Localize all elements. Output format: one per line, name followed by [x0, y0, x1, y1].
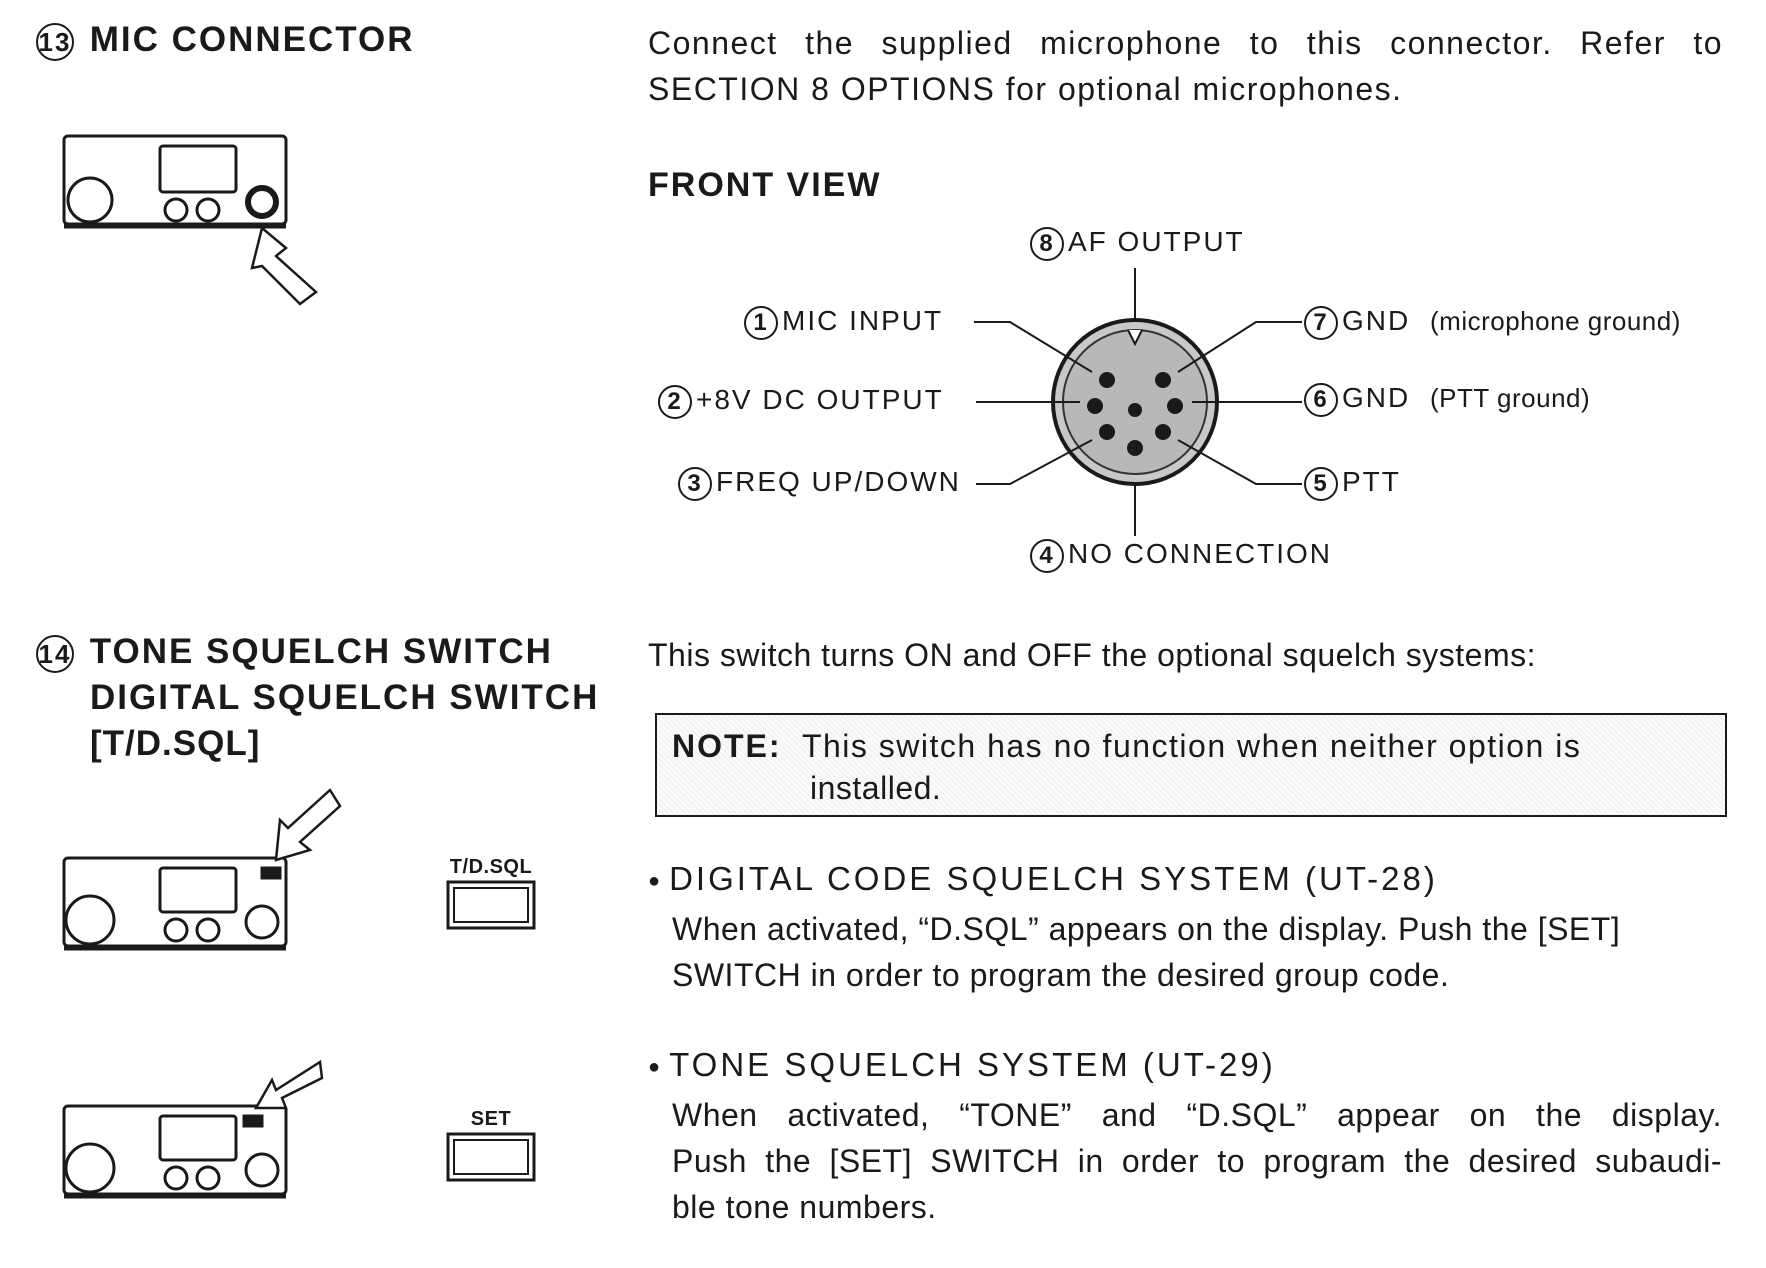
pin-2-dot [1087, 398, 1103, 414]
pin-3-dot [1099, 424, 1115, 440]
radio-panel-set-icon [62, 1104, 288, 1199]
section-number-14: 14 [36, 634, 74, 673]
pointer-arrow-icon [250, 225, 318, 306]
mic-connector-heading: 13 MIC CONNECTOR [36, 20, 415, 61]
pin-8-dot [1128, 403, 1142, 417]
front-view-heading: FRONT VIEW [648, 166, 882, 204]
tone-desc-line2: Push the [SET] SWITCH in order to progra… [672, 1143, 1722, 1179]
dsql-heading: ●DIGITAL CODE SQUELCH SYSTEM (UT-28) [648, 860, 1438, 897]
pin-7-dot [1155, 372, 1171, 388]
tsql-title-line2: DIGITAL SQUELCH SWITCH [90, 678, 600, 717]
note-line1: NOTE: This switch has no function when n… [672, 723, 1702, 769]
note-box [655, 713, 1727, 817]
mic-desc-line1: Connect the supplied microphone to this … [648, 25, 1723, 61]
mic-desc-line2: SECTION 8 OPTIONS for optional microphon… [648, 71, 1403, 107]
tsql-title-line1: TONE SQUELCH SWITCH [89, 632, 553, 671]
tone-desc-line1: When activated, “TONE” and “D.SQL” appea… [672, 1097, 1722, 1133]
tdsql-button-label: T/D.SQL [449, 856, 533, 878]
radio-front-panel-icon [62, 134, 288, 229]
mic-connector-front-view [974, 268, 1302, 536]
radio-panel-tdsql-icon [62, 856, 288, 951]
set-button-label: SET [470, 1108, 512, 1130]
tsql-title-line3: [T/D.SQL] [90, 724, 261, 763]
pointer-arrow-set-icon [253, 1059, 324, 1110]
tdsql-switch-icon [446, 880, 536, 930]
dsql-desc-line1: When activated, “D.SQL” appears on the d… [672, 911, 1621, 947]
mic-connector-title: MIC CONNECTOR [89, 20, 415, 59]
tsql-intro: This switch turns ON and OFF the optiona… [648, 637, 1536, 673]
note-text-line2: installed. [810, 770, 942, 806]
pin-2-label: 2+8V DC OUTPUT [658, 384, 944, 419]
pin-6-dot [1167, 398, 1183, 414]
note-label: NOTE: [672, 728, 782, 764]
pin-4-dot [1127, 440, 1143, 456]
dsql-desc-line2: SWITCH in order to program the desired g… [672, 957, 1450, 993]
pin-1-dot [1099, 372, 1115, 388]
tone-heading: ●TONE SQUELCH SYSTEM (UT-29) [648, 1046, 1276, 1083]
section-number-13: 13 [36, 22, 74, 61]
note-text-line1: This switch has no function when neither… [801, 728, 1582, 764]
tone-desc-line3: ble tone numbers. [672, 1189, 937, 1225]
tsql-heading: 14 TONE SQUELCH SWITCH [36, 632, 553, 673]
set-switch-icon [446, 1132, 536, 1182]
pointer-arrow-tdsql-icon [274, 788, 342, 862]
pin-5-dot [1155, 424, 1171, 440]
